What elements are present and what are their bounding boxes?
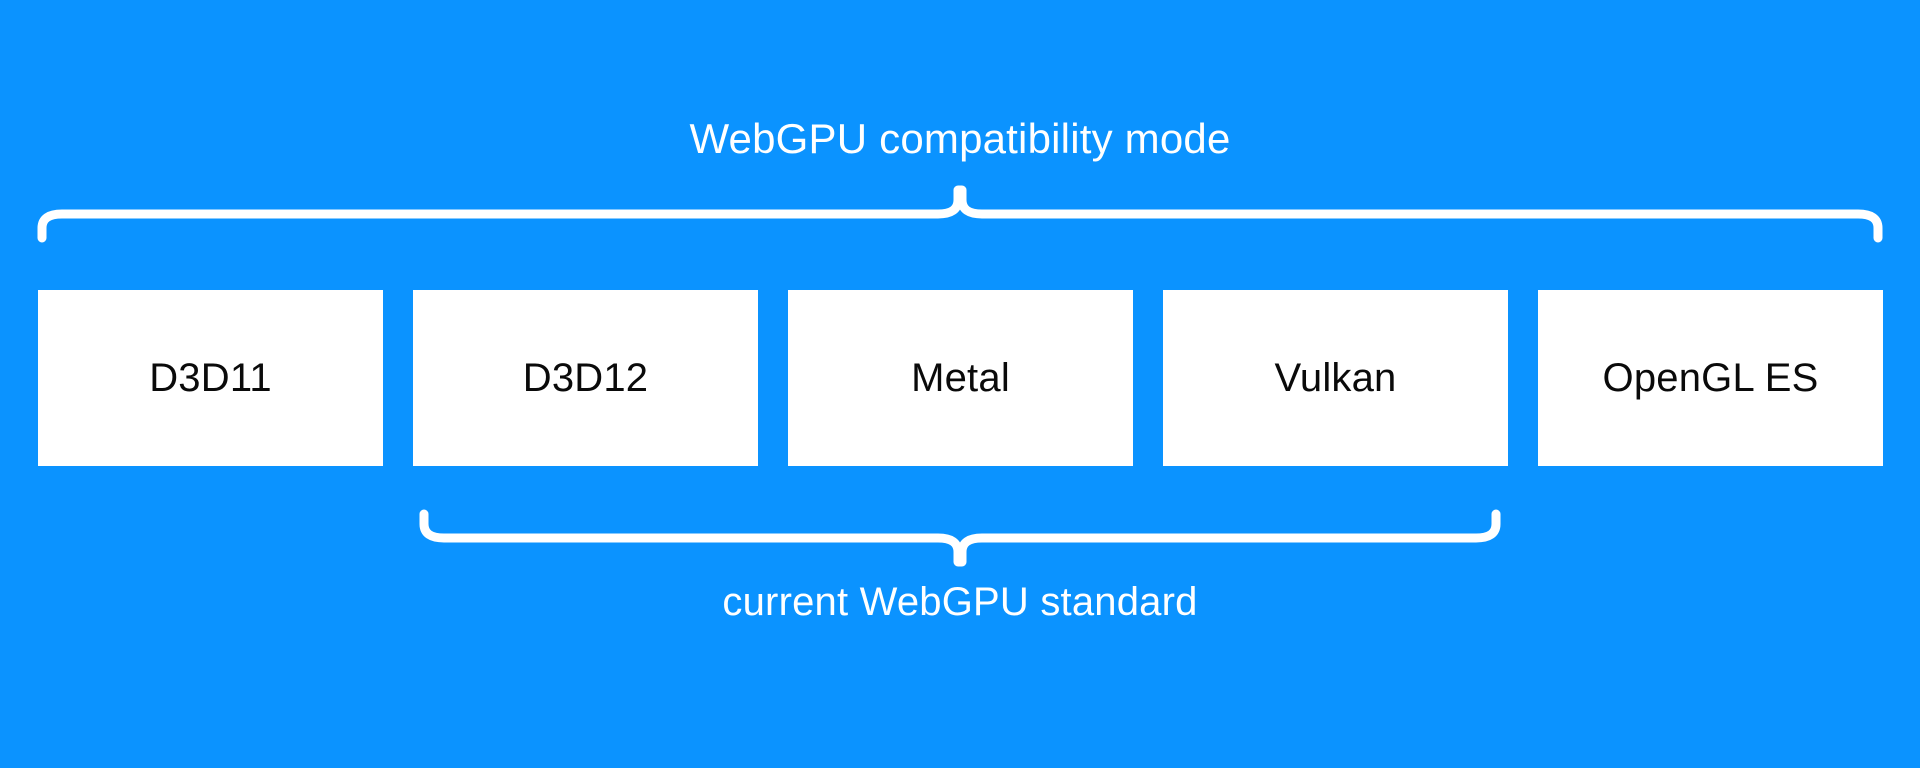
api-box-label: D3D12 xyxy=(522,355,649,400)
api-box-d3d12[interactable]: D3D12 xyxy=(413,290,758,466)
api-box-label: OpenGL ES xyxy=(1602,355,1819,400)
api-box-label: D3D11 xyxy=(149,355,272,400)
api-box-label: Vulkan xyxy=(1274,355,1397,400)
api-box-label: Metal xyxy=(911,355,1010,400)
api-box-d3d11[interactable]: D3D11 xyxy=(38,290,383,466)
top-brace-label: WebGPU compatibility mode xyxy=(689,115,1231,162)
api-box-metal[interactable]: Metal xyxy=(788,290,1133,466)
api-box-vulkan[interactable]: Vulkan xyxy=(1163,290,1508,466)
api-box-opengl-es[interactable]: OpenGL ES xyxy=(1538,290,1883,466)
api-box-row: D3D11 D3D12 Metal Vulkan OpenGL ES xyxy=(38,290,1883,466)
bottom-brace-label: current WebGPU standard xyxy=(722,580,1198,624)
